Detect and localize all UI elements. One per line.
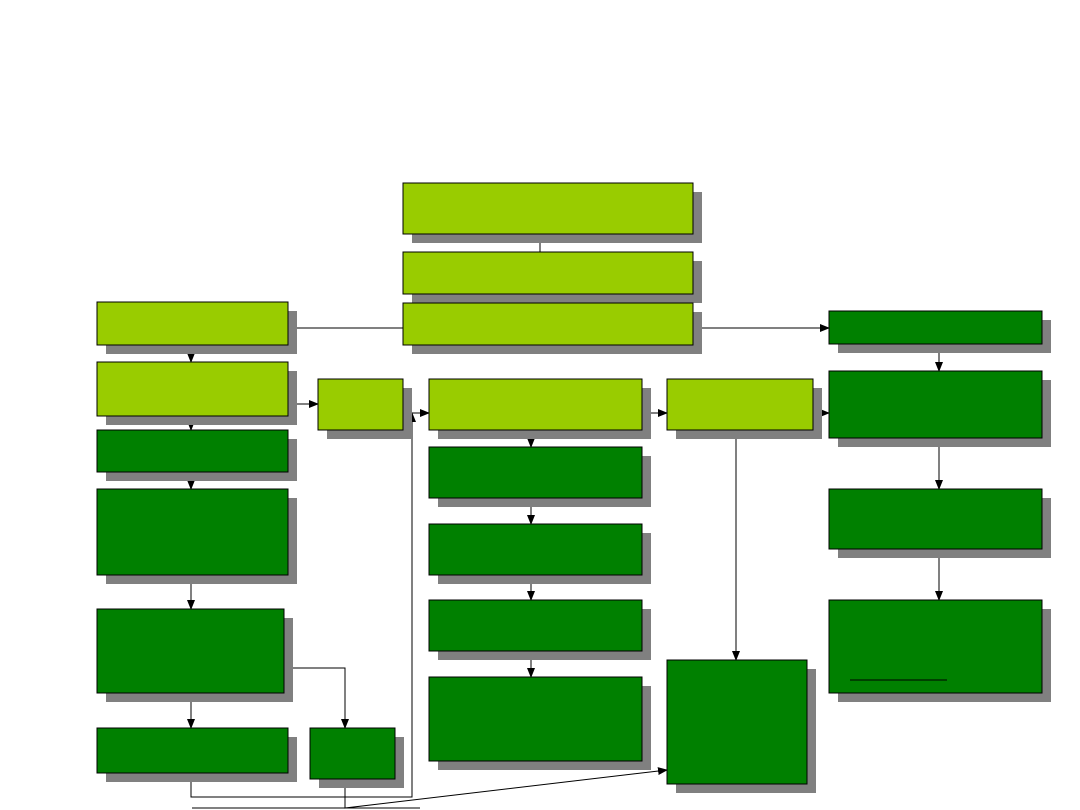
- box-rect: [828, 488, 1043, 550]
- box-right-2: [828, 370, 1051, 447]
- box-rect: [96, 608, 285, 694]
- box-left-5: [96, 608, 293, 702]
- box-rect: [96, 301, 289, 346]
- box-right-mid-bottom: [666, 659, 816, 793]
- box-rect: [828, 370, 1043, 439]
- box-center-main: [428, 378, 651, 439]
- box-top-title: [402, 182, 702, 243]
- box-rect: [402, 302, 694, 346]
- box-left-2: [96, 361, 297, 425]
- flowchart-boxes: [96, 182, 1051, 793]
- box-rect: [428, 599, 643, 652]
- box-left-6: [96, 727, 297, 782]
- box-rect: [428, 523, 643, 576]
- box-rect: [96, 727, 289, 774]
- box-center-4: [428, 676, 651, 770]
- box-left-1: [96, 301, 297, 354]
- box-rect: [96, 429, 289, 473]
- box-rect: [402, 251, 694, 295]
- box-rect: [666, 659, 808, 785]
- box-rect: [666, 378, 814, 431]
- box-center-2: [428, 523, 651, 584]
- box-rect: [309, 727, 396, 780]
- box-right-1: [828, 310, 1051, 353]
- box-left-4: [96, 488, 297, 584]
- box-center-small: [317, 378, 412, 439]
- connector-line: [284, 667, 349, 729]
- box-left-small: [309, 727, 404, 788]
- box-rect: [317, 378, 404, 431]
- connector-line: [190, 412, 416, 798]
- box-rect: [428, 378, 643, 431]
- box-rect: [428, 446, 643, 499]
- box-rect: [428, 676, 643, 762]
- box-right-3: [828, 488, 1051, 558]
- box-center-3: [428, 599, 651, 660]
- connector-line: [344, 767, 668, 809]
- box-center-1: [428, 446, 651, 507]
- box-top-middle: [402, 251, 702, 303]
- box-rect: [402, 182, 694, 235]
- box-rect: [96, 361, 289, 417]
- box-rect: [96, 488, 289, 576]
- box-right-4: [828, 599, 1051, 702]
- box-top-main: [402, 302, 702, 354]
- box-left-3: [96, 429, 297, 481]
- box-right-mid: [666, 378, 822, 439]
- box-rect: [828, 599, 1043, 694]
- box-rect: [828, 310, 1043, 345]
